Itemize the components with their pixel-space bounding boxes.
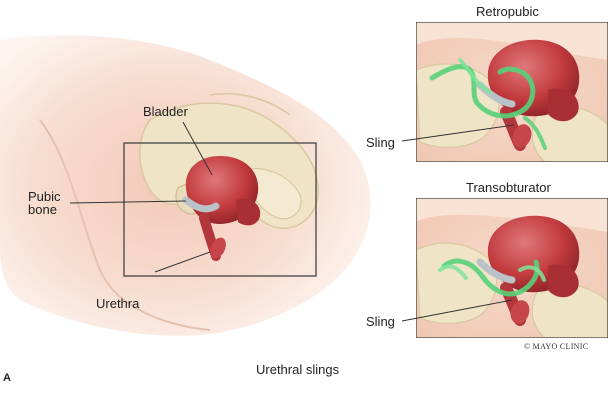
pubic-bone-label: Pubic bone: [28, 190, 61, 216]
sling-label-transobturator: Sling: [366, 314, 395, 329]
transobturator-inset: [416, 198, 608, 338]
transobturator-title: Transobturator: [466, 180, 551, 195]
retropubic-inset: [416, 22, 608, 162]
urethra-label: Urethra: [96, 296, 139, 311]
pubic-bone-label-line2: bone: [28, 203, 61, 216]
sling-label-retropubic: Sling: [366, 135, 395, 150]
main-illustration: [0, 35, 371, 336]
copyright-notice: © MAYO CLINIC: [524, 342, 588, 351]
corner-letter: A: [3, 372, 11, 384]
retropubic-title: Retropubic: [476, 4, 539, 19]
figure-caption: Urethral slings: [256, 362, 339, 377]
bladder-label: Bladder: [143, 104, 188, 119]
